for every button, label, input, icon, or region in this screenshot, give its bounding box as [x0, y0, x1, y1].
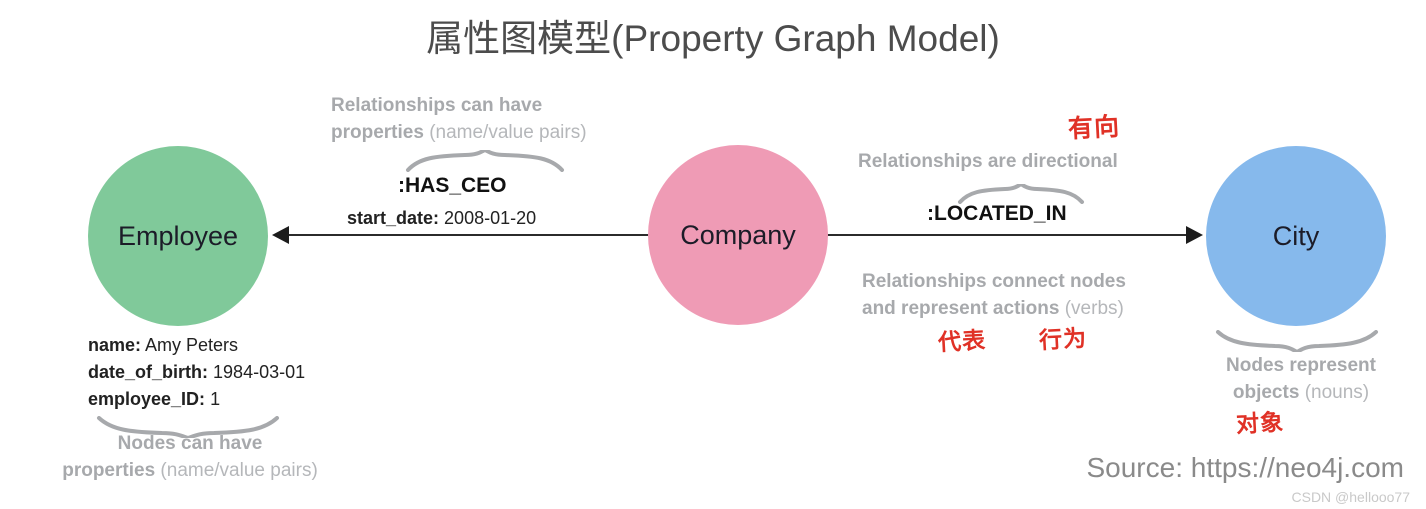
- annotation-rel-directional-text: Relationships are directional: [858, 151, 1118, 172]
- annotation-node-objects-line1: Nodes represent: [1226, 355, 1376, 376]
- annotation-rel-props-bold: properties: [331, 122, 424, 143]
- red-note-objects: 对象: [1235, 409, 1285, 439]
- red-note-directional: 有向: [1067, 111, 1121, 144]
- annotation-rel-connect-line1: Relationships connect nodes: [862, 271, 1126, 292]
- annotation-node-objects-bold: objects: [1232, 382, 1300, 403]
- annotation-node-props-line2: properties (name/value pairs): [10, 457, 370, 484]
- annotation-rel-connect-light: (verbs): [1064, 298, 1124, 319]
- node-employee-label: Employee: [117, 220, 239, 251]
- node-city[interactable]: City: [1206, 146, 1386, 326]
- relationship-property-value: 2008-01-20: [444, 208, 537, 228]
- source-attribution: Source: https://neo4j.com: [1086, 452, 1404, 483]
- page-title: 属性图模型(Property Graph Model): [426, 18, 1000, 59]
- employee-property-dob-key: date_of_birth:: [88, 362, 209, 382]
- annotation-relationship-connect: Relationships connect nodes and represen…: [862, 268, 1126, 322]
- annotation-relationship-directional: Relationships are directional: [858, 148, 1118, 175]
- annotation-rel-props-light: (name/value pairs): [429, 122, 587, 143]
- annotation-node-props-light: (name/value pairs): [160, 460, 318, 481]
- edge-company-to-city: [826, 234, 1188, 236]
- annotation-node-objects-line2: objects (nouns): [1196, 379, 1406, 406]
- annotation-node-properties: Nodes can have properties (name/value pa…: [10, 430, 370, 484]
- brace-node-objects: [1215, 330, 1379, 352]
- employee-property-dob-value: 1984-03-01: [213, 362, 306, 382]
- brace-relationship-directional: [957, 184, 1085, 204]
- brace-relationship-properties: [405, 150, 565, 172]
- employee-property-name-key: name:: [88, 335, 142, 355]
- annotation-node-props-bold: properties: [62, 460, 156, 481]
- edge-company-to-employee: [288, 234, 650, 236]
- annotation-rel-connect-line2: and represent actions (verbs): [862, 295, 1126, 322]
- employee-property-name-value: Amy Peters: [145, 335, 239, 355]
- node-company[interactable]: Company: [648, 145, 828, 325]
- relationship-label-located-in: :LOCATED_IN: [927, 202, 1067, 225]
- annotation-rel-props-line1: Relationships can have: [331, 95, 543, 116]
- red-note-actions: 行为: [1038, 325, 1088, 355]
- node-city-label: City: [1272, 220, 1320, 251]
- annotation-node-objects: Nodes represent objects (nouns): [1196, 352, 1406, 406]
- annotation-rel-props-line2: properties (name/value pairs): [331, 119, 587, 146]
- node-employee[interactable]: Employee: [88, 146, 268, 326]
- red-note-represent: 代表: [937, 327, 987, 357]
- annotation-node-objects-light: (nouns): [1304, 382, 1370, 403]
- employee-property-name: name: Amy Peters: [88, 332, 305, 359]
- annotation-relationship-properties: Relationships can have properties (name/…: [331, 92, 587, 146]
- employee-property-dob: date_of_birth: 1984-03-01: [88, 359, 305, 386]
- relationship-property-start-date: start_date: 2008-01-20: [347, 205, 536, 232]
- relationship-property-key: start_date:: [347, 208, 440, 228]
- node-company-label: Company: [680, 219, 796, 250]
- employee-properties: name: Amy Peters date_of_birth: 1984-03-…: [88, 332, 305, 413]
- employee-property-id-key: employee_ID:: [88, 389, 206, 409]
- relationship-label-has-ceo: :HAS_CEO: [398, 174, 507, 197]
- annotation-node-props-line1: Nodes can have: [117, 433, 263, 454]
- arrow-right-icon: [1186, 226, 1203, 244]
- annotation-rel-connect-bold: and represent actions: [862, 298, 1060, 319]
- employee-property-id: employee_ID: 1: [88, 386, 305, 413]
- employee-property-id-value: 1: [210, 389, 221, 409]
- watermark: CSDN @hellooo77: [1291, 489, 1411, 505]
- arrow-left-icon: [272, 226, 289, 244]
